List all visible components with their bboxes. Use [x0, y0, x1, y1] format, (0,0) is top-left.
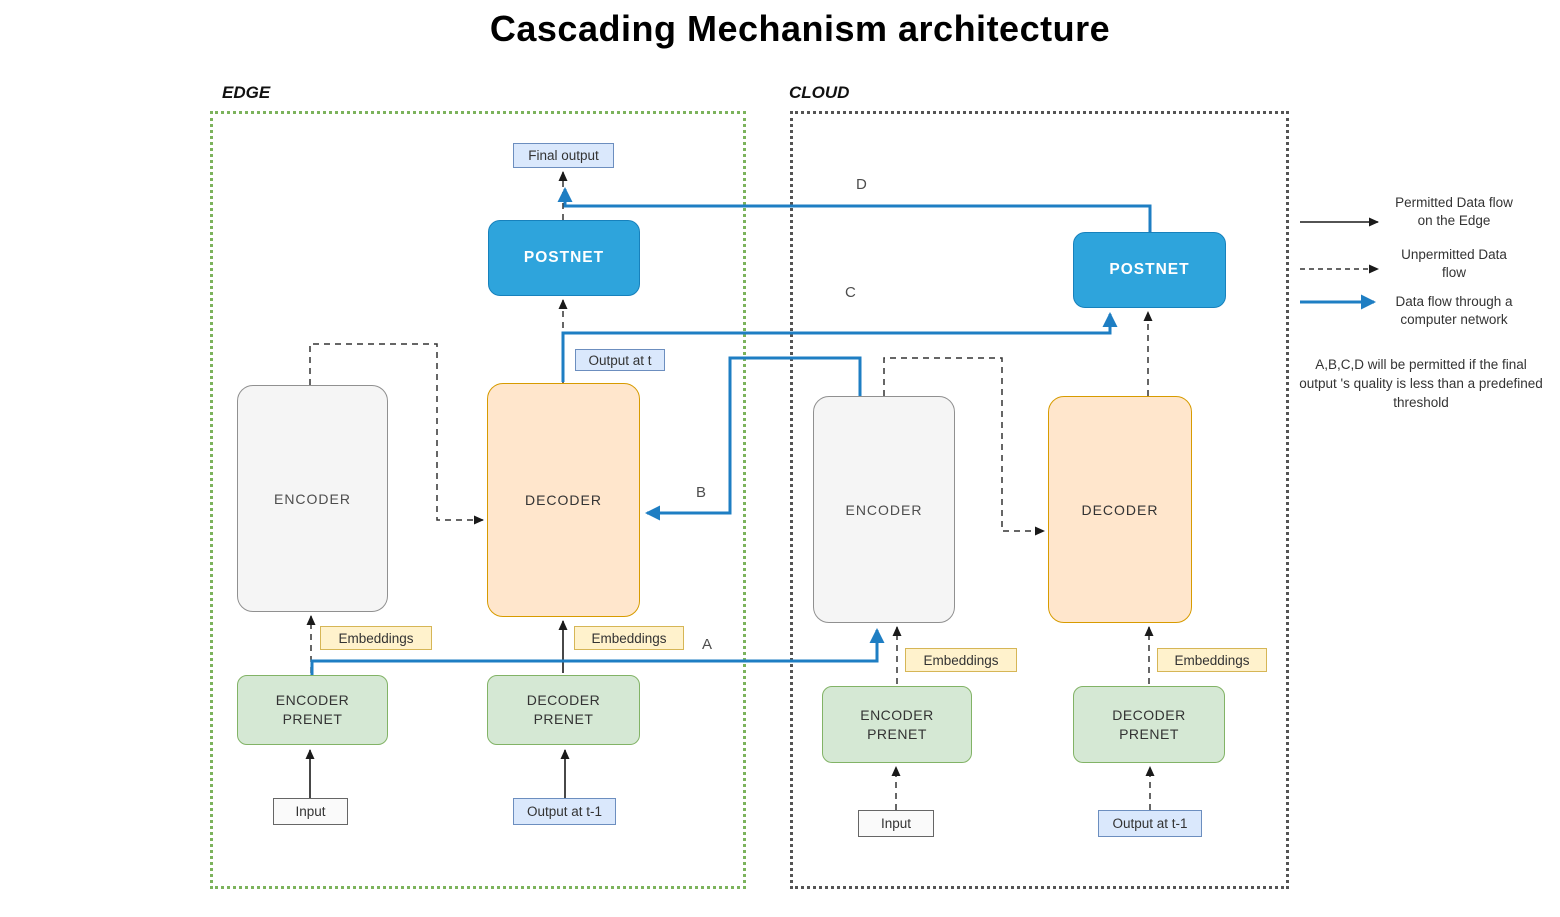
- edge-output-at-t-label: Output at t: [575, 349, 665, 371]
- cloud-encoder-embeddings-label: Embeddings: [905, 648, 1017, 672]
- edge-input-label: Input: [273, 798, 348, 825]
- cloud-decoder-prenet-box: DECODER PRENET: [1073, 686, 1225, 763]
- network-arrow-c: [561, 312, 1118, 382]
- diagram-title: Cascading Mechanism architecture: [489, 8, 1111, 49]
- edge-output-at-t-1-label: Output at t-1: [513, 798, 616, 825]
- cloud-postnet-box: POSTNET: [1073, 232, 1226, 308]
- network-arrow-b: [645, 356, 862, 521]
- legend-item-permitted-label: Permitted Data flow on the Edge: [1395, 195, 1513, 229]
- cloud-encoder-prenet-box: ENCODER PRENET: [822, 686, 972, 763]
- cloud-decoder-embeddings-label: Embeddings: [1157, 648, 1267, 672]
- network-arrow-d: [557, 187, 1152, 232]
- legend-item-unpermitted-label: Unpermitted Data flow: [1401, 247, 1507, 281]
- cloud-encoder-to-decoder-dashed-arrow: [883, 357, 1045, 536]
- cloud-decoder-box: DECODER: [1048, 396, 1192, 623]
- flow-label-c: C: [845, 284, 856, 301]
- edge-zone-frame: [210, 111, 746, 889]
- edge-decoder-embeddings-label: Embeddings: [574, 626, 684, 650]
- cloud-output-at-t-1-label: Output at t-1: [1098, 810, 1202, 837]
- edge-decoder-box: DECODER: [487, 383, 640, 617]
- cloud-zone-frame: [790, 111, 1289, 889]
- edge-zone-label: EDGE: [222, 83, 271, 102]
- legend-item-network-label: Data flow through a computer network: [1395, 294, 1513, 328]
- cloud-decoder-prenet-label: DECODER PRENET: [1112, 706, 1186, 742]
- flow-label-d: D: [856, 176, 867, 193]
- cloud-input-label: Input: [858, 810, 934, 837]
- flow-label-a: A: [702, 636, 713, 653]
- edge-decoder-prenet-box: DECODER PRENET: [487, 675, 640, 745]
- cloud-zone-label: CLOUD: [789, 83, 850, 102]
- edge-encoder-to-decoder-dashed-arrow: [309, 343, 484, 525]
- cloud-encoder-prenet-label: ENCODER PRENET: [860, 706, 934, 742]
- edge-encoder-box: ENCODER: [237, 385, 388, 612]
- edge-encoder-prenet-box: ENCODER PRENET: [237, 675, 388, 745]
- network-arrow-a: [310, 628, 885, 675]
- edge-encoder-prenet-label: ENCODER PRENET: [275, 692, 350, 727]
- edge-encoder-embeddings-label: Embeddings: [320, 626, 432, 650]
- legend-condition-note: A,B,C,D will be permitted if the final o…: [1299, 357, 1543, 410]
- edge-postnet-box: POSTNET: [488, 220, 640, 296]
- edge-decoder-prenet-label: DECODER PRENET: [526, 692, 601, 727]
- edge-final-output-label: Final output: [513, 143, 614, 168]
- flow-label-b: B: [696, 484, 707, 501]
- cloud-encoder-box: ENCODER: [813, 396, 955, 623]
